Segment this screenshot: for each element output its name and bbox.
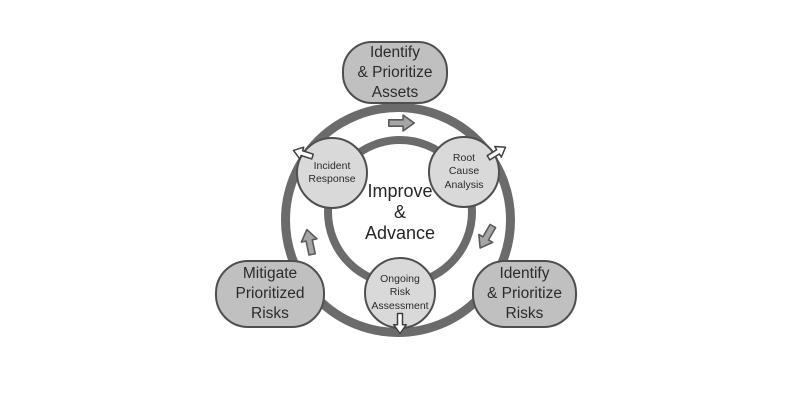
label-line: Risks bbox=[251, 305, 289, 322]
label-line: Mitigate bbox=[242, 265, 298, 282]
label-line: Root bbox=[452, 151, 476, 164]
label-line: Risks bbox=[505, 305, 544, 322]
connector-arrow-root-cause-icon bbox=[484, 140, 511, 164]
flow-arrow-right-icon bbox=[471, 220, 502, 253]
label-line: Assessment bbox=[371, 299, 429, 312]
label-line: Analysis bbox=[444, 178, 484, 191]
label-line: Advance bbox=[364, 223, 436, 243]
flow-arrow-top-icon bbox=[388, 113, 415, 133]
label-line: & bbox=[393, 202, 406, 222]
label-line: Incident bbox=[313, 159, 351, 172]
label-line: Identify bbox=[499, 265, 550, 282]
center-improve-advance-label: Improve & Advance bbox=[340, 181, 460, 244]
label-line: Ongoing bbox=[380, 272, 420, 285]
connector-arrow-incident-icon bbox=[290, 143, 316, 164]
label-line: Prioritized bbox=[235, 285, 305, 302]
label-line: & Prioritize bbox=[357, 63, 433, 81]
node-identify-prioritize-risks: Identify & Prioritize Risks bbox=[472, 260, 577, 328]
connector-arrow-ongoing-icon bbox=[393, 312, 408, 335]
label-line: Risk bbox=[389, 286, 411, 299]
node-incident-response: Incident Response bbox=[296, 137, 368, 209]
label-line: Assets bbox=[371, 83, 419, 101]
flow-arrow-left-icon bbox=[297, 227, 322, 258]
node-mitigate-prioritized-risks: Mitigate Prioritized Risks bbox=[215, 260, 325, 328]
node-root-cause-analysis: Root Cause Analysis bbox=[428, 136, 500, 208]
outer-cycle-ring bbox=[281, 103, 515, 337]
label-line: Response bbox=[308, 173, 356, 185]
label-line: Cause bbox=[448, 165, 480, 178]
label-line: Improve bbox=[367, 181, 433, 201]
label-line: Identify bbox=[370, 43, 420, 61]
node-identify-prioritize-assets: Identify & Prioritize Assets bbox=[342, 41, 448, 104]
label-line: & Prioritize bbox=[487, 285, 562, 302]
